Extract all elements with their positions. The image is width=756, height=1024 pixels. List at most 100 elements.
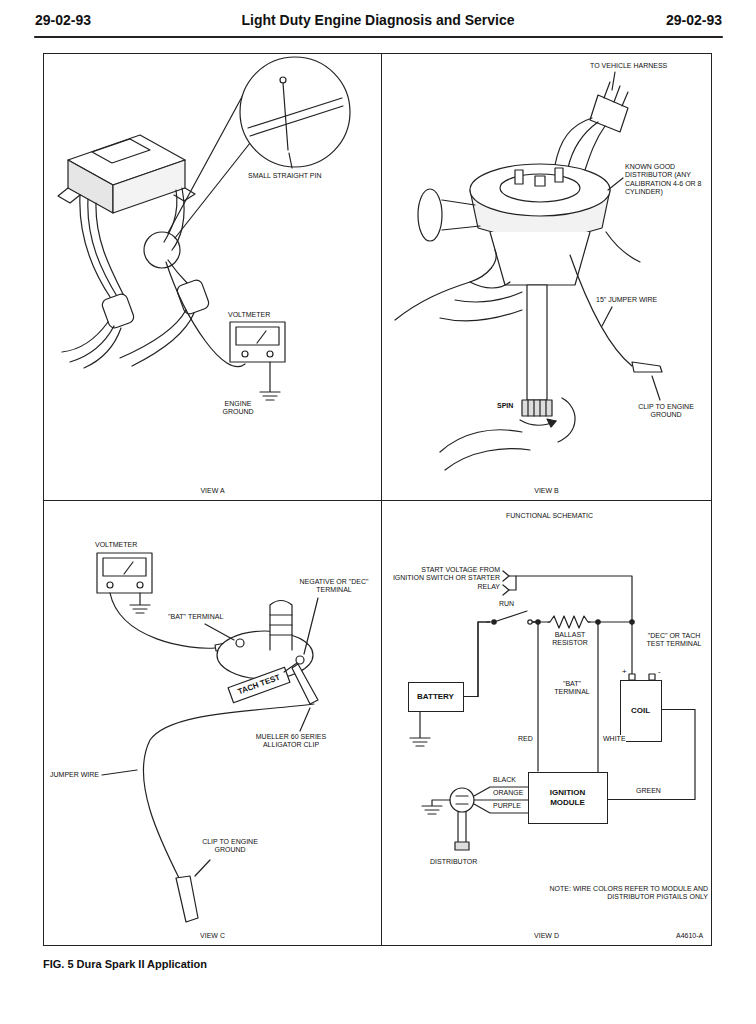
polarity-sign: - — [658, 667, 661, 677]
ignition-module-illustration — [92, 139, 150, 163]
distributor-illustration — [604, 82, 628, 106]
part-label: ENGINE GROUND — [218, 400, 258, 417]
distributor-illustration — [527, 285, 547, 400]
view-panel: VIEW A — [43, 53, 382, 501]
view-heading: FUNCTIONAL SCHEMATIC — [506, 512, 593, 520]
run-switch — [490, 612, 532, 626]
pin-detail-callout — [144, 232, 180, 268]
switch-label: RUN — [499, 600, 514, 608]
pin-detail-callout — [283, 83, 288, 150]
wire-connector — [464, 622, 539, 772]
hands — [395, 250, 496, 320]
part-label: DISTRIBUTOR — [430, 858, 477, 866]
wire-connector — [464, 622, 633, 697]
distributor-illustration — [570, 255, 632, 366]
module-box: IGNITION MODULE — [528, 772, 608, 824]
view-label: VIEW C — [44, 932, 381, 940]
terminal-label: NEGATIVE OR "DEC" TERMINAL — [298, 578, 370, 595]
junction-dots — [536, 620, 634, 624]
part-label: JUMPER WIRE — [50, 771, 99, 779]
coil-illustration — [228, 667, 290, 703]
voltmeter-c — [124, 562, 133, 574]
schematic-wiring — [410, 571, 632, 772]
figure-caption: FIG. 5 Dura Spark II Application — [43, 958, 543, 971]
note-text: NOTE: WIRE COLORS REFER TO MODULE AND DI… — [546, 885, 708, 902]
wire-color: BLACK — [493, 776, 516, 784]
resistor-symbol — [548, 616, 590, 628]
coil-illustration — [270, 601, 292, 651]
ignition-module-illustration — [58, 135, 195, 213]
terminal-label: "BAT" TERMINAL — [168, 613, 223, 621]
hands — [440, 310, 522, 321]
jumper-wire — [176, 876, 198, 922]
distributor-symbol — [456, 796, 468, 804]
jumper-wire — [102, 770, 137, 775]
wiring-harness — [176, 278, 211, 315]
distributor-illustration — [528, 400, 546, 416]
box-label: COIL — [631, 706, 650, 716]
hands — [455, 292, 522, 302]
voltmeter-a — [260, 362, 280, 400]
coil-illustration — [300, 708, 310, 731]
pin-detail-callout — [280, 77, 286, 83]
voltmeter-c — [130, 593, 150, 613]
resistor-symbol — [548, 614, 590, 629]
hands — [445, 449, 530, 470]
voltmeter-c — [137, 582, 143, 588]
voltmeter-c — [97, 553, 152, 593]
voltmeter-c — [103, 558, 146, 576]
coil-illustration — [236, 639, 244, 647]
jumper-wire — [195, 860, 210, 876]
part-label: SMALL STRAIGHT PIN — [248, 172, 322, 180]
distributor-symbol — [474, 799, 528, 800]
motion-label: SPIN — [497, 402, 513, 410]
distributor-illustration — [612, 72, 615, 90]
run-switch — [487, 611, 537, 626]
part-label: VOLTMETER — [228, 311, 270, 319]
wiring-harness — [70, 326, 114, 362]
view-label: VIEW B — [382, 487, 711, 495]
distributor-illustration — [632, 362, 662, 372]
schematic-wiring — [410, 712, 430, 746]
voltmeter-a — [257, 331, 266, 343]
junction-dots — [536, 620, 540, 624]
pin-detail-callout — [175, 143, 250, 238]
schematic-wiring — [503, 571, 509, 595]
distributor-symbol — [450, 788, 474, 812]
battery-box: BATTERY — [408, 682, 464, 712]
distributor-illustration — [515, 170, 523, 184]
voltmeter-a — [236, 327, 279, 345]
distributor-illustration — [442, 200, 480, 230]
distributor-illustration — [490, 232, 590, 285]
voltmeter-c — [97, 553, 237, 651]
voltmeter-a — [267, 351, 273, 357]
schematic-wiring — [597, 622, 598, 772]
jumper-wire — [143, 704, 314, 880]
box-label: IGNITION MODULE — [538, 788, 598, 807]
wire-color: PURPLE — [493, 802, 521, 810]
run-switch — [528, 620, 532, 624]
page-number: 29-02-93 — [35, 12, 91, 29]
wiring-harness — [168, 260, 188, 284]
voltmeter-a — [166, 262, 285, 400]
spin-arrow — [547, 419, 556, 427]
coil-box: COIL — [620, 680, 662, 742]
distributor-illustration — [522, 400, 552, 416]
view-label: VIEW D — [382, 932, 711, 940]
part-label: 15" JUMPER WIRE — [596, 296, 657, 304]
hands — [558, 398, 575, 442]
pin-detail-callout — [289, 153, 292, 168]
ignition-module-illustration — [113, 160, 185, 213]
wire-color: RED — [518, 735, 533, 743]
view-label: VIEW A — [44, 487, 381, 495]
part-label: CLIP TO ENGINE GROUND — [196, 838, 264, 855]
distributor-illustration — [418, 189, 442, 241]
wire-color: ORANGE — [493, 789, 523, 797]
distributor-symbol — [455, 842, 469, 850]
distributor-illustration — [555, 168, 563, 182]
schematic-wiring — [509, 576, 516, 590]
distributor-illustration — [418, 72, 662, 416]
signal-label: START VOLTAGE FROM IGNITION SWITCH OR ST… — [392, 566, 500, 591]
junction-dots — [596, 620, 600, 624]
